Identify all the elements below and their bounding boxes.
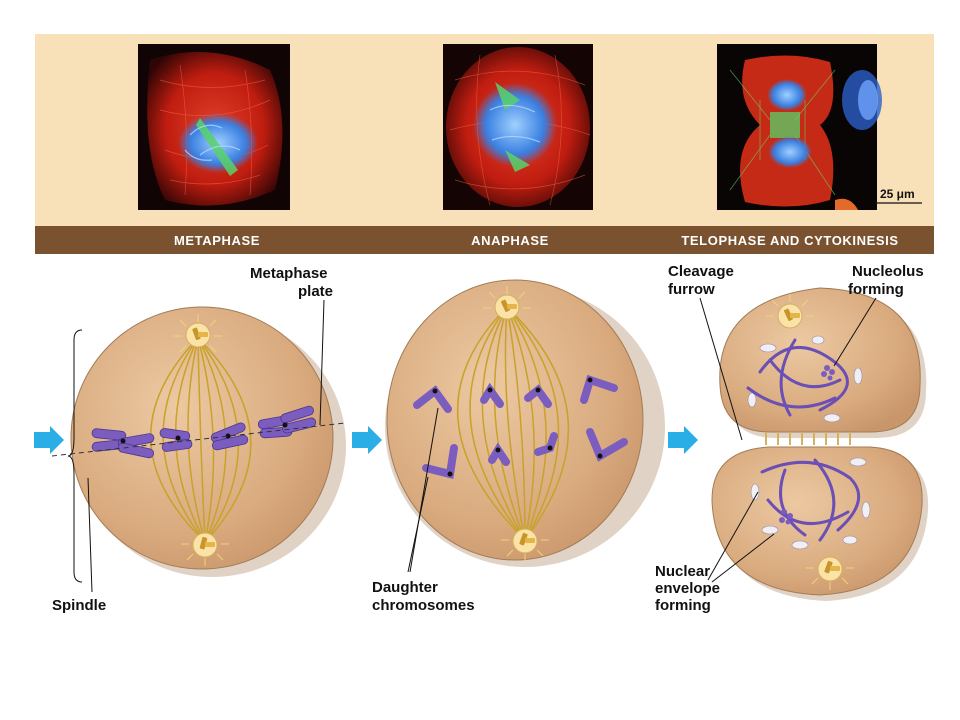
leader-metaphase-plate	[319, 299, 325, 426]
callout-cleavage-furrow-1: Cleavage	[668, 263, 734, 280]
spindle-bracket	[67, 329, 83, 583]
anaphase-centromeres	[432, 377, 603, 477]
phase-label-bar	[35, 226, 934, 254]
arrow-icon-1	[34, 426, 64, 454]
bottom-nucleolus	[779, 509, 793, 525]
leader-nuclear-envelope-1	[707, 491, 759, 581]
leader-nucleolus-forming	[833, 297, 877, 367]
callout-nuclear-envelope-2: envelope	[655, 580, 720, 597]
anaphase-spindle-fibers	[456, 306, 570, 541]
callout-nucleolus-forming-1: Nucleolus	[852, 263, 924, 280]
anaphase-centrosome-top	[483, 286, 531, 320]
anaphase-cell	[385, 279, 665, 567]
anaphase-centrosome-bottom	[501, 528, 549, 562]
metaphase-centrosome-bottom	[181, 532, 229, 566]
telophase-cell-top	[719, 287, 927, 438]
callout-metaphase-plate-1: Metaphase	[250, 265, 328, 282]
callout-nuclear-envelope-3: forming	[655, 597, 711, 614]
callout-daughter-chromosomes-1: Daughter	[372, 579, 438, 596]
telophase-bottom-centrosome	[806, 556, 854, 590]
leader-daughter-chromosomes-2	[409, 407, 439, 573]
top-chromatin	[746, 338, 849, 417]
callout-nuclear-envelope-1: Nuclear	[655, 563, 710, 580]
scale-bar-label: 25 μm	[880, 187, 915, 201]
leader-cleavage-furrow	[699, 297, 743, 441]
leader-nuclear-envelope-2	[711, 533, 775, 583]
top-nucleolus	[821, 365, 835, 381]
metaphase-cell	[51, 306, 346, 577]
arrow-icon-2	[352, 426, 382, 454]
bottom-chromatin	[760, 458, 860, 542]
bottom-nuclear-envelope-fragments	[750, 457, 871, 550]
callout-metaphase-plate-2: plate	[298, 283, 333, 300]
arrow-icon-3	[668, 426, 698, 454]
metaphase-chromosomes	[91, 405, 317, 459]
metaphase-plate-line	[51, 422, 346, 457]
label-metaphase: METAPHASE	[174, 233, 260, 248]
telophase-top-centrosome	[766, 294, 814, 329]
callout-daughter-chromosomes-2: chromosomes	[372, 597, 475, 614]
telophase-cell-bottom	[711, 446, 929, 601]
callout-spindle: Spindle	[52, 597, 106, 614]
label-anaphase: ANAPHASE	[471, 233, 549, 248]
leader-spindle	[87, 477, 93, 593]
callout-cleavage-furrow-2: furrow	[668, 281, 715, 298]
metaphase-centromeres	[120, 422, 288, 444]
anaphase-micrograph	[443, 44, 593, 210]
metaphase-micrograph	[138, 44, 290, 210]
label-telophase-cytokinesis: TELOPHASE AND CYTOKINESIS	[681, 233, 898, 248]
callout-nucleolus-forming-2: forming	[848, 281, 904, 298]
top-nuclear-envelope-fragments	[747, 335, 863, 423]
telophase-micrograph	[717, 44, 882, 210]
cleavage-furrow-fibers	[765, 432, 851, 445]
metaphase-centrosome-top	[174, 314, 222, 353]
